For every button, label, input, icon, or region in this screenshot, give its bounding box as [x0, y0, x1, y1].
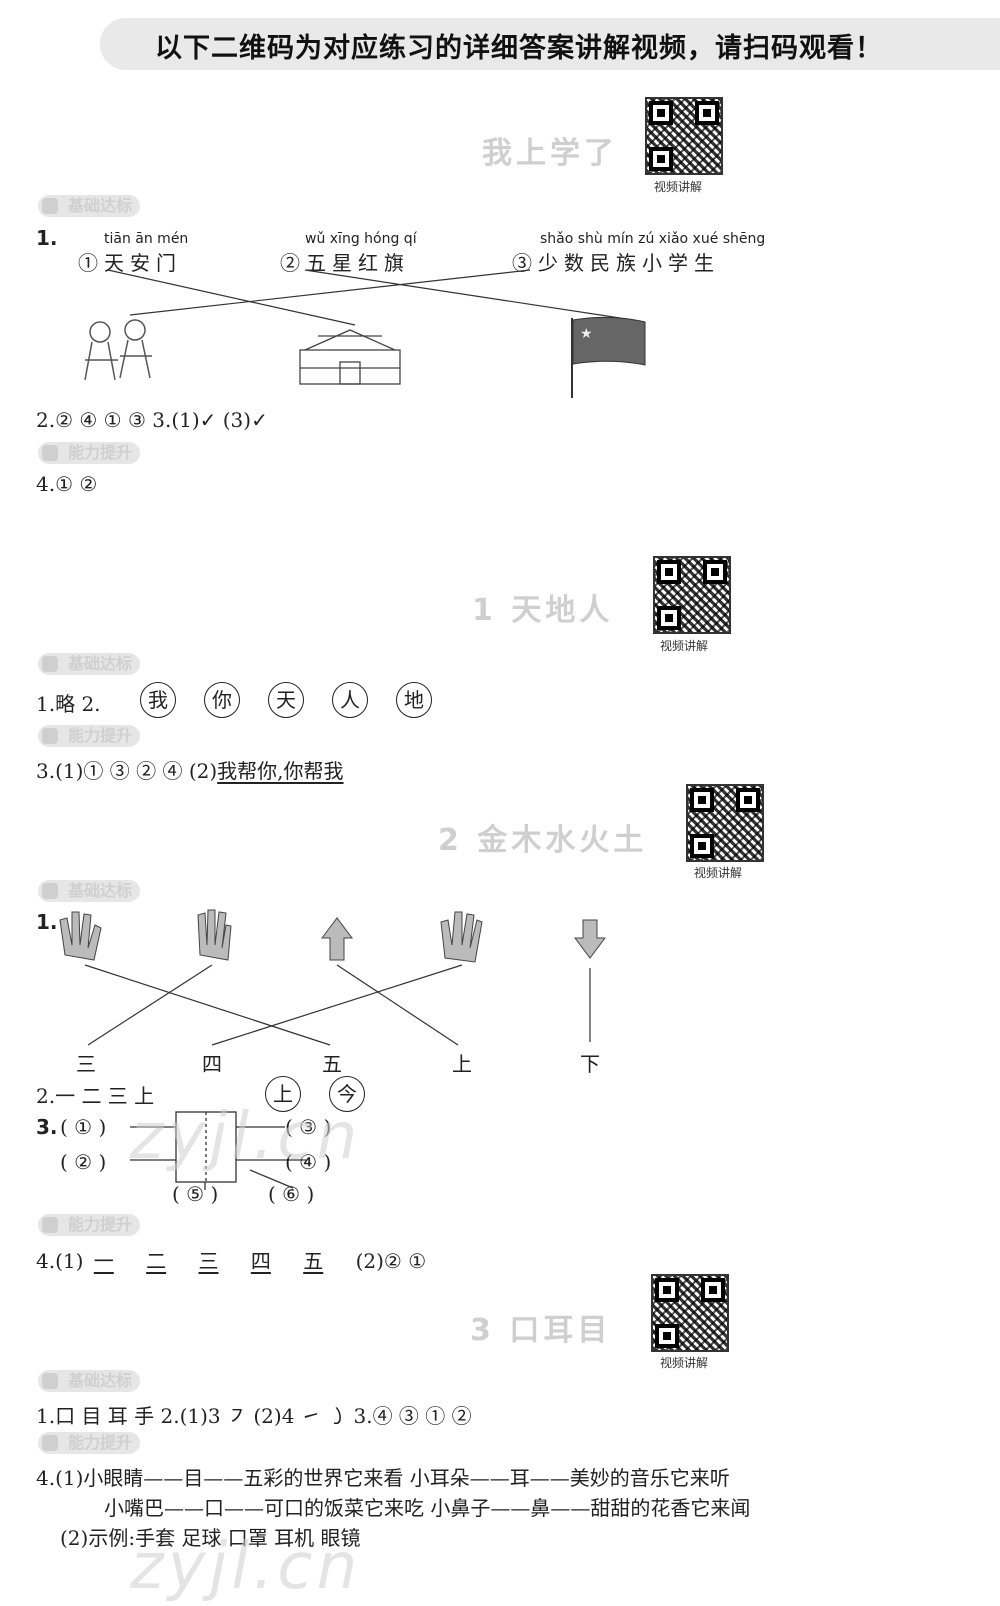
word-label: 上 [452, 1052, 472, 1076]
sec2-line4-prefix: 4.(1) [36, 1249, 84, 1273]
sec2-line4: 4.(1) 一 二 三 四 五 (2)② ① [36, 1245, 426, 1274]
qr-caption: 视频讲解 [694, 866, 743, 880]
underlined-num: 二 [146, 1249, 167, 1273]
tag-ability: 能力提升 [38, 442, 141, 464]
watermark: zyjl.cn [130, 1100, 362, 1174]
hand-five-icon [59, 911, 102, 961]
tag-basic: 基础达标 [38, 1370, 141, 1392]
sec3-line4c: (2)示例:手套 足球 口罩 耳机 眼镜 [60, 1526, 361, 1550]
children-illustration [84, 319, 152, 381]
flag-illustration: ★ [571, 316, 646, 398]
circled-char: 地 [396, 682, 432, 718]
underlined-num: 三 [198, 1249, 219, 1273]
qr-caption: 视频讲解 [654, 180, 703, 194]
circled-char: 你 [204, 682, 240, 718]
word-label: 三 [76, 1052, 96, 1076]
sec1-line3-answer: 我帮你,你帮我 [217, 759, 344, 783]
tag-ability: 能力提升 [38, 1432, 141, 1454]
qr-caption: 视频讲解 [660, 639, 709, 653]
lesson-title-2: 2 金木水火土 [438, 823, 648, 858]
sec1-line3: 3.(1)① ③ ② ④ (2)我帮你,你帮我 [36, 755, 344, 784]
sec2-line4-suffix: (2)② ① [355, 1249, 427, 1273]
circled-chars: 我你天人地 [140, 682, 460, 718]
qr-code-icon[interactable] [653, 556, 731, 634]
circled-char: 人 [332, 682, 368, 718]
question-number: 1. [36, 226, 58, 250]
tiananmen-illustration [299, 329, 401, 385]
q3-bottom-2: ( ⑥ ) [268, 1182, 315, 1206]
question-number: 3. [36, 1115, 58, 1139]
word-label: 下 [580, 1052, 600, 1076]
sec1-line3-prefix: 3.(1)① ③ ② ④ (2) [36, 759, 218, 783]
lesson-title-1: 1 天地人 [472, 593, 614, 628]
q3-right-2: ( ④ ) [285, 1150, 332, 1174]
qr-code-icon[interactable] [645, 97, 723, 175]
circled-char: 今 [329, 1076, 365, 1112]
watermark: zyjl.cn [130, 1530, 362, 1604]
qr-code-icon[interactable] [686, 784, 764, 862]
tag-basic: 基础达标 [38, 653, 141, 675]
lesson-title-0: 我上学了 [482, 136, 618, 171]
sec3-line1: 1.口 目 耳 手 2.(1)3 ㇇ (2)4 ㇀ ㇁ 3.④ ③ ① ② [36, 1404, 472, 1428]
question-number: 1. [36, 910, 58, 934]
q3-bottom-1: ( ⑤ ) [172, 1182, 219, 1206]
option-2: ②五星红旗 [280, 251, 410, 275]
pinyin-3: shǎo shù mín zú xiǎo xué shēng [540, 231, 766, 247]
down-arrow-icon [574, 919, 606, 959]
hand-three-icon [440, 911, 483, 963]
sec0-line2: 2.② ④ ① ③ 3.(1)✓ (3)✓ [36, 408, 268, 432]
header-banner [100, 18, 1000, 70]
circled-char: 天 [268, 682, 304, 718]
hand-four-icon [197, 909, 232, 961]
sec3-line4a: 4.(1)小眼睛——目——五彩的世界它来看 小耳朵——耳——美妙的音乐它来听 [36, 1466, 730, 1490]
tag-ability: 能力提升 [38, 1214, 141, 1236]
pinyin-1: tiān ān mén [104, 231, 189, 247]
sec2-line2: 2.一 二 三 上 [36, 1080, 154, 1109]
tag-basic: 基础达标 [38, 195, 141, 217]
sec2-circled: 上今 [265, 1076, 393, 1112]
up-arrow-icon [321, 917, 353, 961]
option-1: ①天安门 [78, 251, 182, 275]
underlined-num: 四 [250, 1249, 271, 1273]
sec3-line4b: 小嘴巴——口——可口的饭菜它来吃 小鼻子——鼻——甜甜的花香它来闻 [104, 1496, 751, 1520]
option-3: ③少数民族小学生 [512, 251, 720, 275]
qr-caption: 视频讲解 [660, 1356, 709, 1370]
circled-char: 上 [265, 1076, 301, 1112]
banner-text: 以下二维码为对应练习的详细答案讲解视频，请扫码观看！ [155, 33, 883, 64]
lesson-title-3: 3 口耳目 [470, 1313, 612, 1348]
q3-diagram [130, 1111, 306, 1190]
underlined-num: 五 [303, 1249, 324, 1273]
sec2-line2-prefix: 2.一 二 三 上 [36, 1084, 155, 1108]
tag-basic: 基础达标 [38, 880, 141, 902]
pinyin-2: wǔ xīng hóng qí [305, 231, 417, 247]
sec1-line1: 1.略 2. [36, 692, 101, 716]
sec0-line4: 4.① ② [36, 472, 98, 496]
tag-ability: 能力提升 [38, 725, 141, 747]
underlined-num: 一 [93, 1249, 114, 1273]
word-label: 四 [202, 1052, 222, 1076]
word-label: 五 [322, 1052, 342, 1076]
svg-text:★: ★ [580, 326, 593, 342]
qr-code-icon[interactable] [651, 1274, 729, 1352]
q3-left-2: ( ② ) [60, 1150, 107, 1174]
q3-left-1: ( ① ) [60, 1115, 107, 1139]
circled-char: 我 [140, 682, 176, 718]
q3-right-1: ( ③ ) [285, 1115, 332, 1139]
